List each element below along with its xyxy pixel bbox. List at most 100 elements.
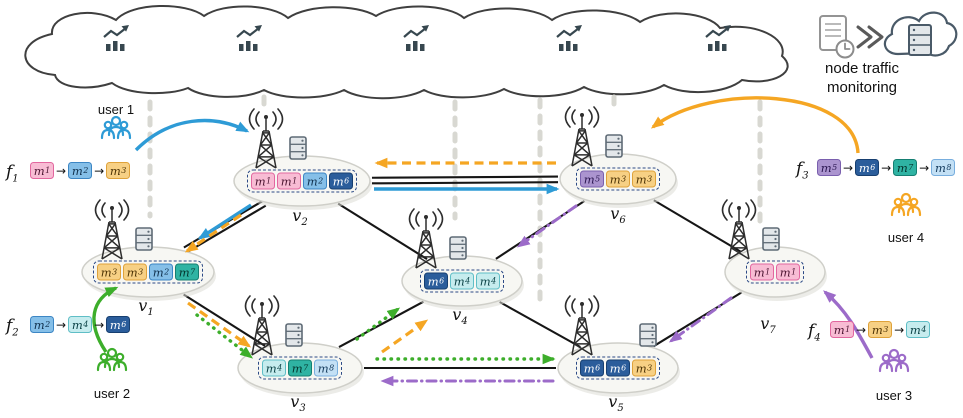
- route-f2-v1-v3: [195, 313, 254, 359]
- flow-arrow-glyph: →: [94, 163, 105, 178]
- node-label-v4: v4: [452, 305, 468, 328]
- server-rack-icon: [135, 227, 153, 251]
- node-label-v3: v3: [290, 392, 306, 415]
- cloud-node-connectors: [147, 94, 763, 303]
- link-v3-v4: [338, 300, 424, 348]
- traffic-chart-icon: [103, 25, 129, 51]
- user-label-f4: user 3: [875, 388, 913, 403]
- node-label-v5: v5: [608, 392, 624, 415]
- monitoring-label: node traffic monitoring: [802, 60, 922, 98]
- flow-arrow-glyph: →: [856, 322, 867, 337]
- traffic-chart-icon: [236, 25, 262, 51]
- flow-arrow-glyph: →: [919, 160, 930, 175]
- server-rack-icon: [289, 136, 307, 160]
- server-rack-icon: [449, 236, 467, 260]
- flow-label-f2: f2: [6, 316, 19, 339]
- server-rack-icon: [605, 134, 623, 158]
- user-label-f1: user 1: [97, 102, 135, 117]
- monitoring-icons: [819, 11, 958, 59]
- node-ellipses: [81, 153, 827, 397]
- flow-arrow-glyph: →: [56, 163, 67, 178]
- user-group-icon: [878, 348, 910, 373]
- server-rack-icon: [762, 227, 780, 251]
- monitoring-label-line1: node traffic: [825, 60, 899, 77]
- antenna-tower-icon: [564, 295, 600, 356]
- node-label-v6: v6: [610, 204, 626, 227]
- link-v2-v6: [372, 181, 559, 185]
- server-cloud-icon: [883, 11, 958, 57]
- flow-arrow-glyph: →: [843, 160, 854, 175]
- route-f1-v2-v1: [197, 203, 252, 240]
- monitoring-label-line2: monitoring: [826, 78, 898, 96]
- user-label-f3: user 4: [887, 230, 925, 245]
- flow-arrow-glyph: →: [56, 317, 67, 332]
- node-label-v1: v1: [138, 296, 154, 319]
- document-clock-icon: [819, 15, 855, 59]
- antenna-tower-icon: [248, 108, 284, 169]
- monitoring-cloud: [24, 4, 789, 100]
- route-f1-user1-v2: [134, 118, 250, 152]
- link-v1-v2: [186, 204, 267, 254]
- user-group-icon: [100, 115, 132, 140]
- user-group-icon: [96, 347, 128, 372]
- flow-arrow-glyph: →: [881, 160, 892, 175]
- flow-arrow-glyph: →: [94, 317, 105, 332]
- traffic-chart-icon: [705, 25, 731, 51]
- double-arrow-icon: [856, 25, 884, 49]
- link-v2-v4: [337, 202, 428, 261]
- topology-edges: [183, 175, 743, 370]
- route-f3-v1-v3: [187, 301, 252, 348]
- antenna-tower-icon: [408, 208, 444, 269]
- traffic-chart-icon: [556, 25, 582, 51]
- route-f2-user2-v1: [92, 286, 119, 353]
- route-f3-user4-v6: [650, 96, 860, 154]
- route-f3-v2-v1: [184, 213, 242, 253]
- flow-label-f3: f3: [796, 159, 809, 182]
- antenna-tower-icon: [564, 106, 600, 167]
- route-f3-v3-v4: [381, 319, 429, 354]
- link-v2-v6: [371, 175, 558, 179]
- link-v4-v5: [499, 301, 581, 348]
- server-rack-icon: [639, 323, 657, 347]
- user-group-icon: [890, 192, 922, 217]
- flow-label-f4: f4: [808, 321, 821, 344]
- link-v6-v7: [653, 199, 742, 253]
- antenna-tower-icon: [244, 295, 280, 356]
- route-f4-v7-v5: [668, 296, 733, 343]
